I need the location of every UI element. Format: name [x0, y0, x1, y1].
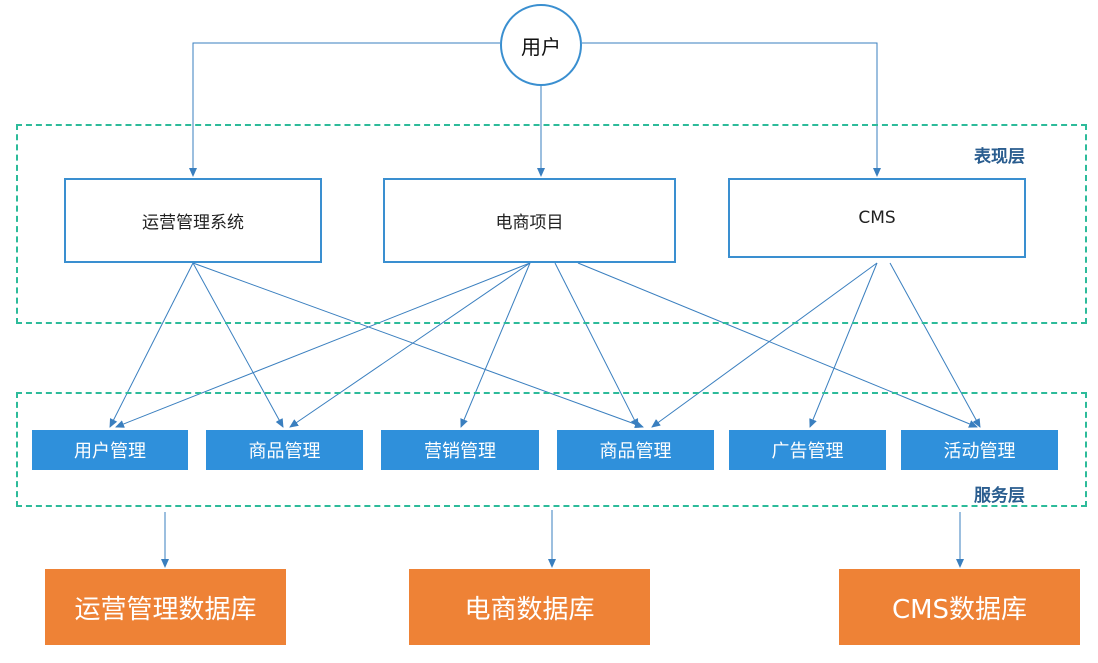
svc-node-ads-mgmt: 广告管理 [729, 430, 886, 470]
edge-ecom-activity [577, 262, 978, 428]
db-node-label: 运营管理数据库 [74, 594, 257, 625]
service-layer [16, 392, 1087, 507]
edge-cms-ads [809, 262, 878, 428]
edge-ecom-goods-mgmt [289, 262, 531, 428]
svc-node-user-mgmt: 用户管理 [32, 430, 188, 470]
db-node-cms: CMS数据库 [839, 569, 1080, 645]
edge-ecom-marketing [460, 262, 531, 428]
user-node: 用户 [500, 4, 582, 86]
svc-node-label: 营销管理 [424, 441, 496, 462]
edge-user-ops [189, 42, 500, 177]
pres-node-ecommerce: 电商项目 [383, 178, 676, 263]
pres-node-label: 电商项目 [495, 213, 564, 233]
edge-ecom-user-mgmt [115, 262, 531, 428]
db-node-label: 电商数据库 [464, 594, 595, 625]
edge-ops-goods-mgmt [192, 262, 284, 428]
pres-node-label: CMS [858, 208, 896, 228]
svc-node-label: 广告管理 [771, 441, 844, 462]
svc-node-label: 用户管理 [74, 441, 146, 462]
pres-node-cms: CMS [728, 178, 1026, 258]
pres-node-label: 运营管理系统 [142, 213, 244, 233]
svc-node-activity-mgmt: 活动管理 [901, 430, 1058, 470]
svc-node-label: 商品管理 [599, 441, 672, 462]
presentation-layer-label: 表现层 [974, 147, 1025, 167]
edge-cms-activity [889, 262, 981, 428]
edge-ecom-goods-mgmt2 [554, 262, 639, 428]
svc-node-marketing-mgmt: 营销管理 [381, 430, 539, 470]
db-node-ops: 运营管理数据库 [45, 569, 286, 645]
db-node-label: CMS数据库 [891, 594, 1028, 625]
svc-node-label: 商品管理 [248, 441, 321, 462]
user-node-label: 用户 [521, 34, 561, 59]
edge-cms-goods-mgmt2 [651, 262, 878, 428]
edge-user-cms [582, 42, 881, 177]
edge-ops-goods-mgmt2 [192, 262, 644, 429]
svc-node-label: 活动管理 [943, 441, 1016, 462]
svc-node-goods-mgmt: 商品管理 [206, 430, 363, 470]
pres-node-ops-system: 运营管理系统 [64, 178, 322, 263]
presentation-layer [16, 124, 1087, 324]
db-node-ecommerce: 电商数据库 [409, 569, 650, 645]
svc-node-goods-mgmt-2: 商品管理 [557, 430, 714, 470]
service-layer-label: 服务层 [974, 486, 1025, 506]
edge-ops-user-mgmt [109, 262, 194, 428]
